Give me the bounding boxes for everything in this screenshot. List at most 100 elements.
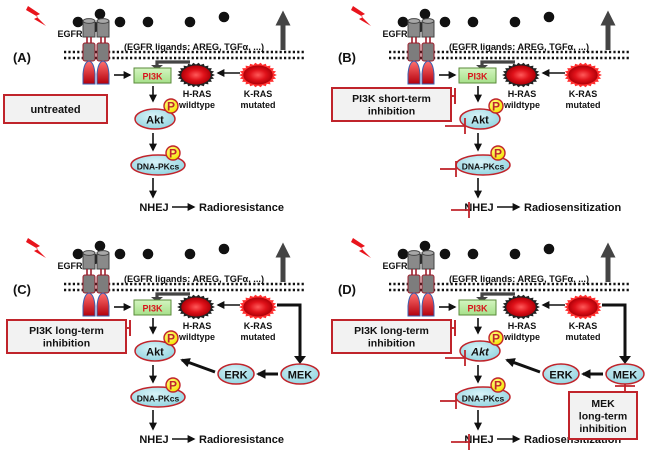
inhibition-dnapkcs [440, 393, 457, 409]
receptor-cap [421, 18, 435, 24]
inhibition-akt [445, 118, 466, 134]
ligand-dot [439, 16, 451, 28]
hras-protein [502, 62, 540, 88]
hras-name: H-RAS [508, 321, 537, 331]
pi3k-box [458, 299, 497, 316]
nhej-label: NHEJ [139, 202, 168, 214]
ligand-dot [114, 248, 126, 260]
ras-core [568, 297, 598, 317]
hras-protein [177, 62, 215, 88]
mek-node-label: MEK [613, 370, 638, 382]
pi3k-box [133, 299, 172, 316]
radiation-lightning-icon [351, 6, 371, 26]
egfr-label: EGFR [57, 261, 83, 271]
egfr-receptor [407, 250, 435, 317]
erk-node-shape [542, 363, 580, 385]
kras-to-mek-arrowhead [294, 356, 306, 364]
hras-to-pi3k-connector [155, 292, 190, 298]
outcome-label: Radioresistance [199, 202, 284, 214]
ligand-dot [94, 240, 106, 252]
receptor-kinase-tail [407, 292, 421, 317]
panel-label: (A) [13, 50, 31, 65]
panel-d: EGFR(D)(EGFR ligands: AREG, TGFα, ...)PI… [331, 238, 645, 450]
treatment-box-line: inhibition [368, 106, 415, 118]
akt-node: Akt [134, 340, 176, 362]
ras-core [243, 297, 273, 317]
dnapkcs-node-label: DNA-PKcs [137, 394, 180, 404]
panel-label: (C) [13, 282, 31, 297]
treatment-box-frame [6, 319, 127, 354]
phospho-circle [165, 377, 181, 393]
erk-node: ERK [217, 363, 255, 385]
receptor-transmembrane [407, 274, 421, 294]
egfr-label: EGFR [57, 29, 83, 39]
hras-status: wildtype [178, 100, 215, 110]
receptor-kinase-tail [82, 60, 96, 85]
erk-node: ERK [542, 363, 580, 385]
panel-a: EGFR (A) (EGFR ligands: AREG, TGFα, ...) PI… [3, 6, 306, 214]
receptor-transmembrane [96, 42, 110, 62]
outcome-label: Radiosensitization [524, 202, 621, 214]
receptor-transmembrane [407, 42, 421, 62]
hras-to-pi3k-connector [155, 60, 190, 66]
akt-node-label: Akt [146, 347, 164, 359]
ligands-caption: (EGFR ligands: AREG, TGFα, ...) [124, 42, 264, 52]
pi3k-label: PI3K [467, 72, 488, 82]
dnapkcs-node-label: DNA-PKcs [137, 162, 180, 172]
phospho-circle [163, 98, 179, 114]
ligand-dot [467, 16, 479, 28]
phospho-circle [490, 377, 506, 393]
panel-b: EGFR(B)(EGFR ligands: AREG, TGFα, ...)PI… [331, 6, 631, 218]
hras-name: H-RAS [183, 89, 212, 99]
hras-name: H-RAS [508, 89, 537, 99]
pi3k-label: PI3K [142, 72, 163, 82]
mek-node: MEK [280, 363, 320, 385]
receptor-transmembrane [82, 42, 96, 62]
phospho-badge: P [163, 330, 179, 346]
treatment-box-frame [331, 87, 452, 122]
ligand-dot [509, 248, 521, 260]
ligand-dot [114, 16, 126, 28]
phospho-circle [165, 145, 181, 161]
erk-node-label: ERK [224, 370, 247, 382]
ligands-caption: (EGFR ligands: AREG, TGFα, ...) [124, 274, 264, 284]
pi3k-node: PI3K [133, 67, 172, 84]
kras-name: K-RAS [244, 89, 273, 99]
ligand-dot [218, 11, 230, 23]
receptor-kinase-tail [421, 292, 435, 317]
ligand-dot [94, 8, 106, 20]
mek-node-shape [280, 363, 320, 385]
ras-core [506, 297, 536, 317]
ligands-caption: (EGFR ligands: AREG, TGFα, ...) [449, 274, 589, 284]
akt-node-shape [134, 108, 176, 130]
nhej-label: NHEJ [139, 434, 168, 446]
ligand-dot [543, 243, 555, 255]
ligand-dot [397, 248, 409, 260]
kras-status: mutated [240, 332, 275, 342]
mek-treatment-box-frame [568, 391, 638, 440]
phospho-badge: P [163, 98, 179, 114]
phospho-label: P [494, 147, 502, 161]
hras-to-pi3k-connector [480, 60, 515, 66]
receptor-transmembrane [421, 274, 435, 294]
egfr-receptor [407, 18, 435, 85]
nhej-label: NHEJ [464, 202, 493, 214]
phospho-label: P [169, 147, 177, 161]
phospho-label: P [167, 332, 175, 346]
treatment-box-line: inhibition [368, 338, 415, 350]
pi3k-box [133, 67, 172, 84]
kras-to-mek-arrowhead [619, 356, 631, 364]
mek-treatment-box-line: MEK [591, 398, 615, 410]
treatment-box-line: inhibition [43, 338, 90, 350]
egfr-label: EGFR [382, 29, 408, 39]
phospho-label: P [492, 332, 500, 346]
akt-node: Akt [134, 108, 176, 130]
ras-core [181, 297, 211, 317]
arrow-erk-to-akt [180, 358, 216, 374]
kras-protein [239, 294, 277, 320]
